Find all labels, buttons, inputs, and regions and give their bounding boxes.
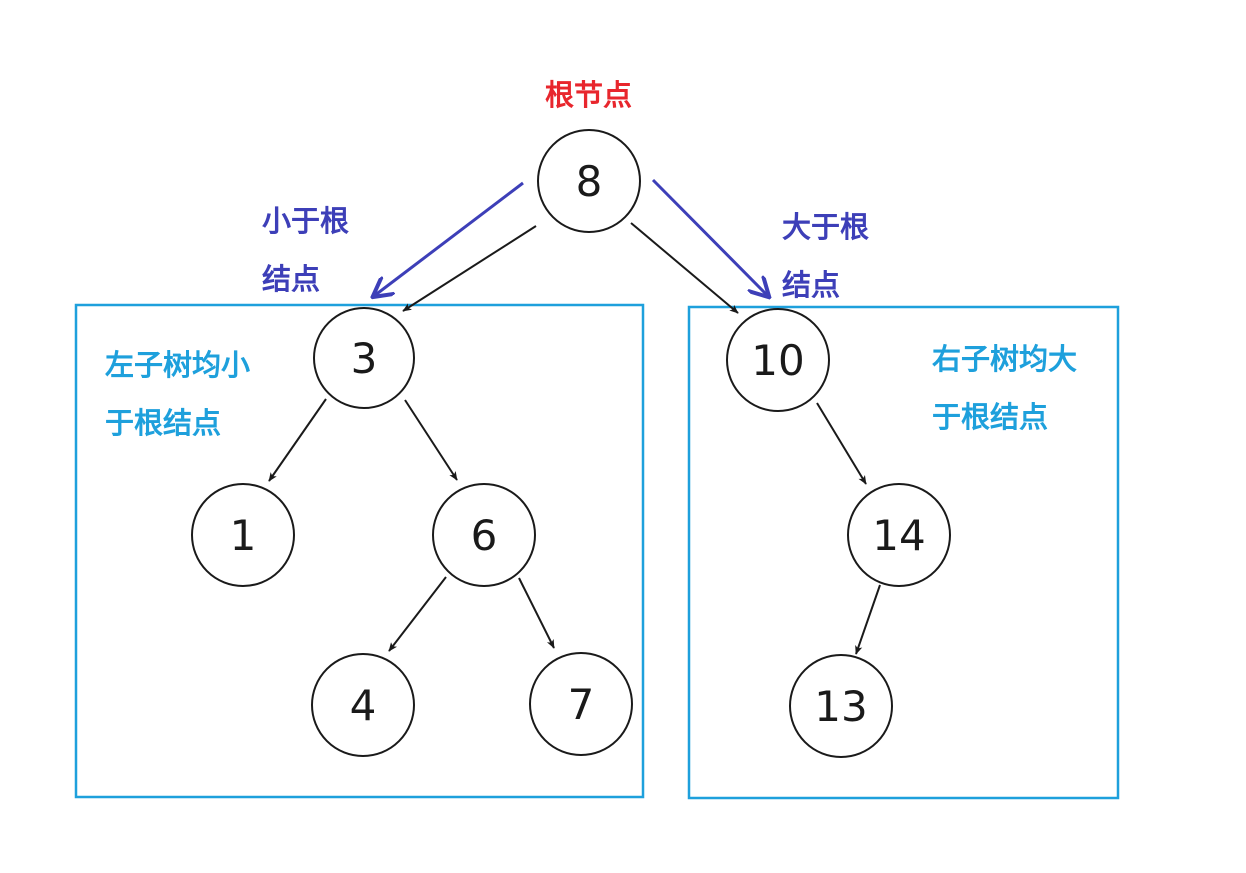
right-subtree-line: 于根结点 [932, 400, 1049, 434]
right-subtree-label: 右子树均大 于根结点 [932, 330, 1077, 446]
node-label: 7 [568, 680, 595, 729]
node-label: 4 [350, 681, 377, 730]
node-circle [432, 483, 536, 587]
left-subtree-line: 于根结点 [105, 406, 222, 440]
right-subtree-line: 右子树均大 [932, 342, 1078, 376]
node-circle [537, 129, 641, 233]
node-circle [191, 483, 295, 587]
edge-14-13 [855, 584, 881, 655]
edge-6-7 [518, 577, 555, 649]
node-label: 6 [471, 511, 498, 560]
node-label: 3 [351, 334, 378, 383]
greater-than-root-line: 结点 [782, 268, 841, 302]
node-circle [311, 653, 415, 757]
node-circle [726, 308, 830, 412]
tree-node: 6 [432, 483, 536, 587]
edge-3-6 [404, 399, 458, 481]
tree-node: 13 [789, 654, 893, 758]
greater-than-root-label: 大于根 结点 [782, 198, 869, 314]
node-circle [789, 654, 893, 758]
node-circle [529, 652, 633, 756]
tree-node: 8 [537, 129, 641, 233]
node-circle [847, 483, 951, 587]
left-subtree-label: 左子树均小 于根结点 [105, 336, 250, 452]
tree-node: 1 [191, 483, 295, 587]
edge-6-4 [388, 576, 447, 652]
edge-8-3 [402, 225, 537, 312]
greater-than-root-line: 大于根 [782, 210, 870, 244]
tree-node: 7 [529, 652, 633, 756]
tree-node: 10 [726, 308, 830, 412]
left-subtree-box [74, 303, 645, 799]
edge-3-1 [268, 398, 327, 482]
right-subtree-box [687, 305, 1120, 800]
tree-node: 4 [311, 653, 415, 757]
root-label-text: 根节点 [545, 78, 633, 112]
node-label: 1 [230, 511, 257, 560]
left-subtree-line: 左子树均小 [105, 348, 251, 382]
less-than-root-line: 结点 [262, 262, 321, 296]
edge-10-14 [816, 402, 867, 485]
node-circle [313, 307, 415, 409]
node-label: 10 [751, 336, 804, 385]
tree-node: 3 [313, 307, 415, 409]
node-label: 14 [872, 511, 925, 560]
less-than-root-line: 小于根 [262, 204, 350, 238]
root-label: 根节点 [545, 66, 632, 124]
node-label: 13 [814, 682, 867, 731]
edge-8-10 [630, 222, 739, 314]
greater-than-root-arrow [651, 178, 768, 296]
tree-node: 14 [847, 483, 951, 587]
node-label: 8 [576, 157, 603, 206]
less-than-root-label: 小于根 结点 [262, 192, 349, 308]
less-than-root-arrow [374, 181, 524, 296]
